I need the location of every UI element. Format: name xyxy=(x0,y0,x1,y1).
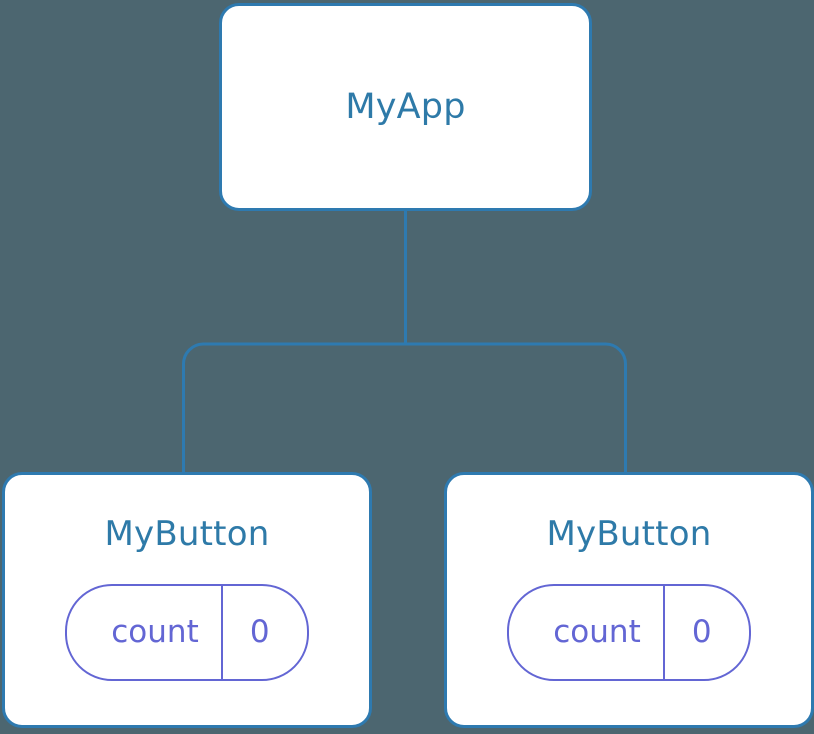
node-title: MyButton xyxy=(546,514,712,554)
state-key: count xyxy=(111,614,199,650)
state-key: count xyxy=(553,614,641,650)
node-myapp[interactable]: MyApp xyxy=(219,3,592,211)
node-mybutton-2[interactable]: MyButton count 0 xyxy=(444,472,814,728)
state-value: 0 xyxy=(662,586,749,679)
state-pill[interactable]: count 0 xyxy=(507,584,751,681)
edge-branch-right xyxy=(405,342,627,472)
node-title: MyApp xyxy=(345,86,466,127)
state-value: 0 xyxy=(220,586,307,679)
state-pill[interactable]: count 0 xyxy=(65,584,309,681)
edge-branch-left xyxy=(182,342,406,472)
node-title: MyButton xyxy=(104,514,270,554)
node-mybutton-1[interactable]: MyButton count 0 xyxy=(2,472,372,728)
